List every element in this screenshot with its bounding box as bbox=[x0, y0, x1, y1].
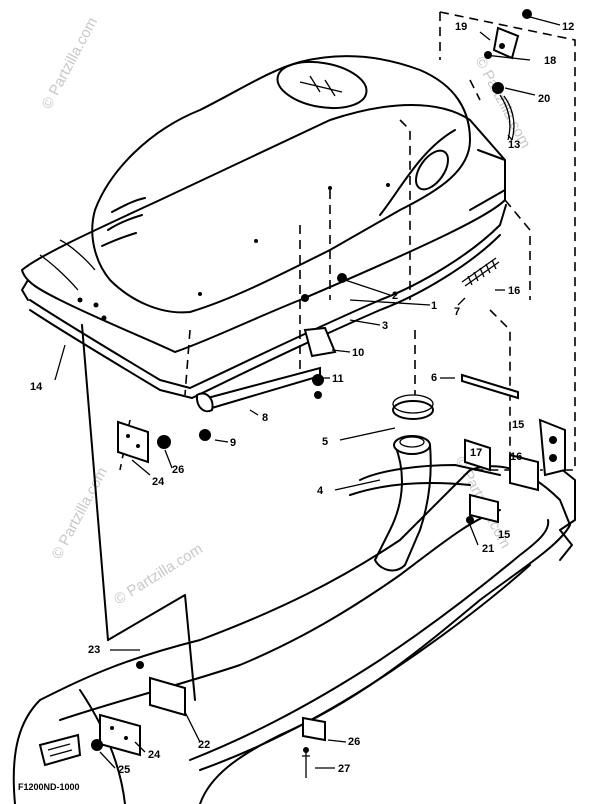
hull-body bbox=[12, 324, 576, 804]
callout-17: 17 bbox=[470, 447, 482, 459]
hose-parts bbox=[374, 257, 519, 572]
callout-labels: 1 2 3 4 5 6 7 8 9 10 11 12 13 14 15 16 1… bbox=[18, 21, 574, 792]
watermark: © Partzilla.com bbox=[111, 540, 206, 608]
callout-4: 4 bbox=[317, 485, 324, 497]
callout-27: 27 bbox=[338, 763, 350, 775]
side-plates bbox=[38, 420, 326, 778]
callout-24: 24 bbox=[148, 749, 161, 761]
callout-14: 14 bbox=[30, 381, 43, 393]
callout-6: 6 bbox=[431, 372, 437, 384]
leader-lines bbox=[54, 16, 561, 769]
callout-19: 19 bbox=[455, 21, 467, 33]
hinge-parts bbox=[195, 273, 347, 441]
callout-11: 11 bbox=[332, 373, 344, 385]
callout-12: 12 bbox=[562, 21, 574, 33]
watermark: © Partzilla.com bbox=[471, 54, 533, 151]
callout-26-upper: 26 bbox=[172, 464, 184, 476]
callout-8: 8 bbox=[262, 412, 268, 424]
callout-9: 9 bbox=[230, 437, 236, 449]
seat-assembly bbox=[21, 55, 507, 399]
callout-25: 25 bbox=[118, 764, 130, 776]
callout-15: 15 bbox=[512, 419, 524, 431]
callout-22: 22 bbox=[198, 739, 210, 751]
callout-7: 7 bbox=[454, 306, 460, 318]
callout-13: 13 bbox=[508, 139, 520, 151]
callout-23: 23 bbox=[88, 644, 100, 656]
callout-16: 16 bbox=[508, 285, 520, 297]
callout-1: 1 bbox=[431, 300, 437, 312]
callout-26: 26 bbox=[348, 736, 360, 748]
callout-2: 2 bbox=[392, 290, 398, 302]
callout-5: 5 bbox=[322, 436, 328, 448]
callout-21: 21 bbox=[482, 543, 494, 555]
figure-code: F1200ND-1000 bbox=[18, 782, 80, 792]
watermark: © Partzilla.com bbox=[49, 465, 111, 562]
callout-18: 18 bbox=[544, 55, 556, 67]
callout-10: 10 bbox=[352, 347, 364, 359]
callout-24-upper: 24 bbox=[152, 476, 165, 488]
callout-3: 3 bbox=[382, 320, 388, 332]
callout-15-lower: 15 bbox=[498, 529, 510, 541]
callout-20: 20 bbox=[538, 93, 550, 105]
watermark: © Partzilla.com bbox=[39, 15, 101, 112]
callout-16-lower: 16 bbox=[510, 451, 522, 463]
